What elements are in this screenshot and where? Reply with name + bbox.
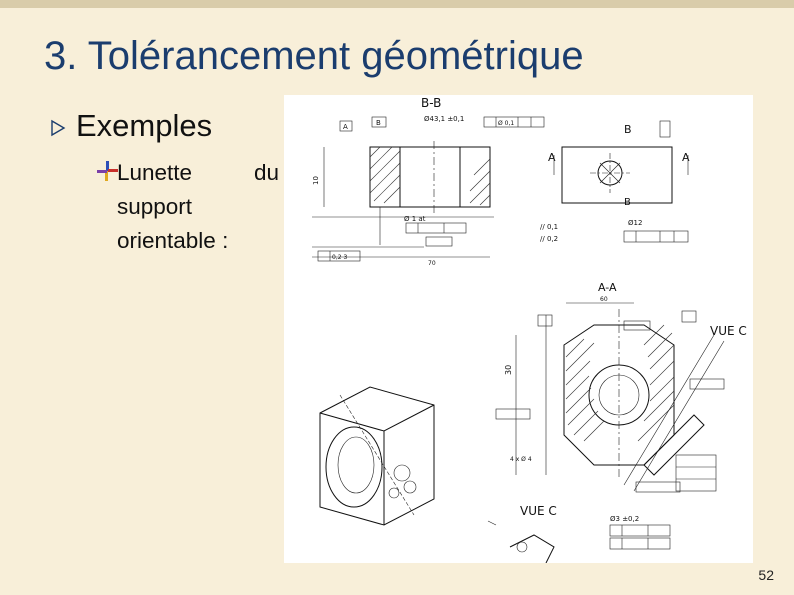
svg-text:4 x Ø 4: 4 x Ø 4 <box>510 456 532 463</box>
hatch-right <box>469 158 491 206</box>
slide-title: 3. Tolérancement géométrique <box>44 34 584 78</box>
svg-text:Ø 0,1: Ø 0,1 <box>498 120 514 127</box>
top-band <box>0 0 794 8</box>
svg-text:// 0,2: // 0,2 <box>540 235 558 243</box>
svg-text:Ø43,1 ±0,1: Ø43,1 ±0,1 <box>424 115 464 123</box>
label-a-right: A <box>682 151 690 164</box>
technical-drawing: B-B A B Ø43,1 ±0,1 Ø 0,1 <box>284 95 753 563</box>
section-bb-label: B-B <box>421 96 441 110</box>
svg-text:Ø3 ±0,2: Ø3 ±0,2 <box>610 515 639 523</box>
bullet-level1-text: Exemples <box>76 108 213 143</box>
page-number: 52 <box>758 567 774 583</box>
bullet-level1: Exemples <box>48 108 212 144</box>
isometric-view <box>319 386 435 526</box>
svg-text:Ø12: Ø12 <box>628 219 642 227</box>
svg-text:30: 30 <box>504 365 513 375</box>
svg-text:// 0,1: // 0,1 <box>540 223 558 231</box>
svg-text:0,2 3: 0,2 3 <box>332 254 347 261</box>
svg-text:60: 60 <box>600 296 608 303</box>
view-c-bottom-label: VUE C <box>520 504 557 518</box>
bullet-arrow-icon <box>51 119 66 137</box>
svg-text:10: 10 <box>312 176 320 185</box>
label-b-top: B <box>624 123 632 136</box>
bullet-pinwheel-icon <box>97 161 118 181</box>
svg-text:70: 70 <box>428 260 436 267</box>
hatch-aa <box>565 324 675 442</box>
svg-text:Ø 1 at: Ø 1 at <box>404 215 426 223</box>
svg-text:B: B <box>376 119 381 127</box>
view-c-right-label: VUE C <box>710 324 747 338</box>
bullet-level2-text: Lunette du support orientable : <box>117 160 279 253</box>
svg-text:B: B <box>624 197 631 208</box>
hatch-left <box>369 146 401 204</box>
section-aa-label: A-A <box>598 281 617 294</box>
svg-text:A: A <box>343 123 348 131</box>
label-a-left: A <box>548 151 556 164</box>
